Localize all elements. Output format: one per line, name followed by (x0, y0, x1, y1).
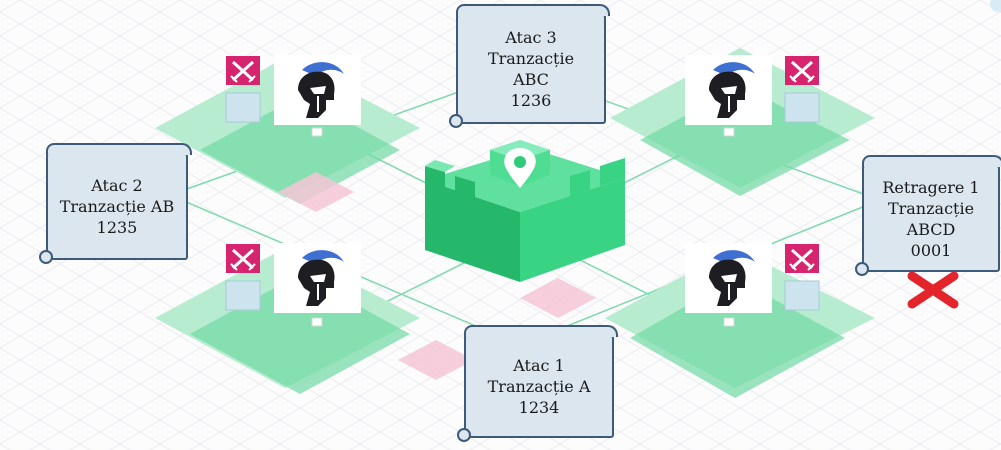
location-pin-icon (504, 148, 536, 188)
scroll-curl-top (862, 155, 1001, 167)
scroll-curl-bottom (457, 428, 471, 442)
scroll-curl-top (46, 143, 192, 155)
shield-square-icon (784, 280, 820, 311)
red-x-icon (907, 271, 959, 309)
helmet-card-bottom-right (685, 243, 772, 327)
scroll-line: 1234 (518, 398, 560, 417)
scroll-curl-bottom (855, 262, 869, 276)
corner-accent (990, 0, 1001, 12)
scroll-atac-3: Atac 3 Tranzacție ABC 1236 (449, 4, 610, 128)
helmet-card-top-left (274, 55, 361, 137)
crossed-swords-icon (785, 56, 819, 85)
scroll-title: Atac 1 (513, 356, 565, 375)
scroll-line: ABCD (906, 219, 956, 239)
scroll-title: Retragere 1 (882, 177, 980, 197)
shield-square-icon (225, 92, 261, 123)
scroll-curl-top (456, 4, 610, 16)
scroll-line: Tranzacție (887, 198, 975, 218)
scroll-curl-top (464, 325, 618, 337)
scroll-line: 0001 (910, 240, 952, 260)
scroll-atac-1: Atac 1 Tranzacție A 1234 (457, 325, 618, 442)
scroll-curl-bottom (449, 114, 463, 128)
scroll-line: Tranzacție (487, 49, 575, 68)
shield-square-icon (784, 92, 820, 123)
scroll-title: Atac 2 (91, 176, 143, 195)
crossed-swords-icon (785, 244, 819, 273)
crossed-swords-icon (226, 56, 260, 85)
scroll-title: Atac 3 (505, 28, 557, 47)
crossed-swords-icon (226, 244, 260, 273)
scroll-curl-bottom (39, 250, 53, 264)
scroll-retragere-1: Retragere 1 Tranzacție ABCD 0001 (855, 155, 1001, 276)
scroll-line: Tranzacție A (487, 377, 591, 396)
shield-square-icon (225, 280, 261, 311)
scroll-line: 1236 (510, 91, 552, 110)
scroll-line: 1235 (96, 218, 138, 237)
helmet-card-top-right (685, 55, 772, 137)
scroll-atac-2: Atac 2 Tranzacție AB 1235 (39, 143, 192, 264)
scroll-line: Tranzacție AB (59, 197, 175, 216)
pink-tiles (278, 172, 596, 380)
scroll-line: ABC (513, 70, 549, 89)
helmet-card-bottom-left (274, 243, 361, 327)
